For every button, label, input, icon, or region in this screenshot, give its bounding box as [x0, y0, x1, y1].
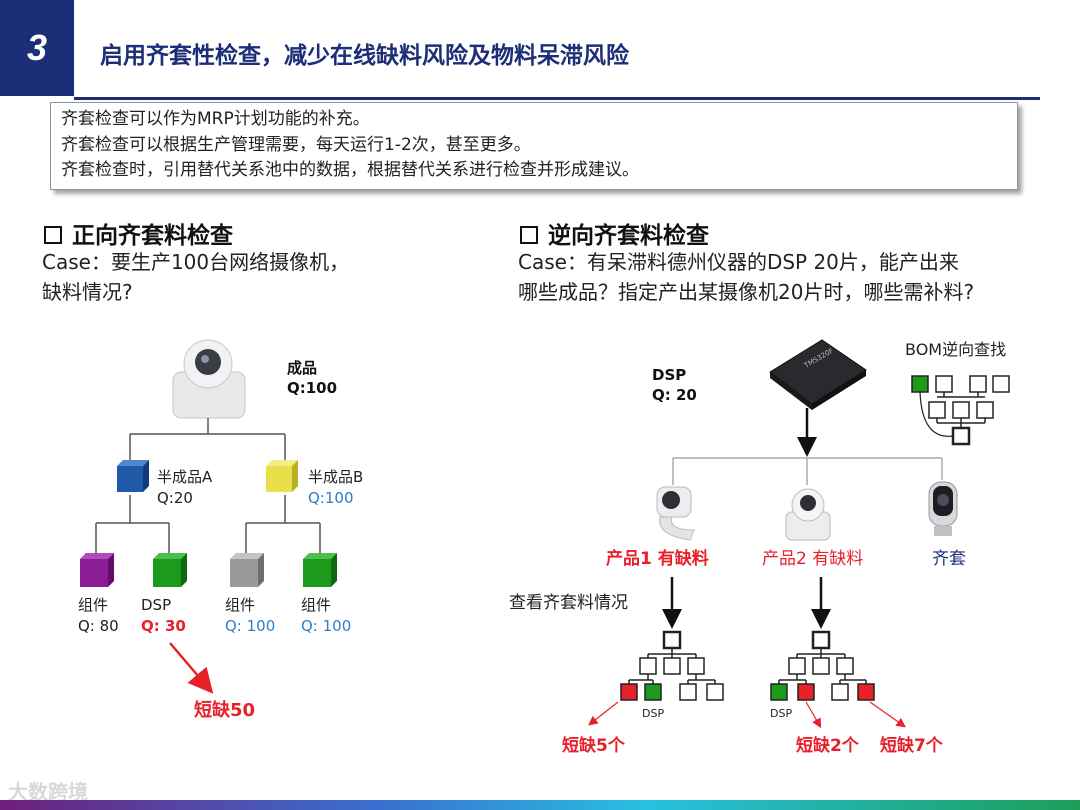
dome-camera-icon — [172, 339, 246, 419]
summary-note-box: 齐套检查可以作为MRP计划功能的补充。 齐套检查可以根据生产管理需要，每天运行1… — [50, 102, 1018, 190]
camera-product-3-icon — [928, 481, 958, 536]
shortage-product-1: 短缺5个 — [562, 735, 626, 756]
note-line: 齐套检查可以作为MRP计划功能的补充。 — [61, 109, 370, 129]
footer-gradient-bar — [0, 800, 1080, 810]
dsp-cube-icon — [153, 553, 187, 587]
checkbox-icon — [520, 226, 538, 244]
dsp-chip-icon: TMS320F — [769, 339, 867, 410]
bom-reverse-icon — [911, 375, 1010, 446]
shortage-arrow — [169, 642, 214, 694]
dsp-small-label: DSP — [770, 707, 792, 720]
component-qty: Q: 100 — [225, 617, 275, 635]
reverse-check-heading: 逆向齐套料检查 — [520, 216, 709, 250]
forward-shortage: 短缺50 — [194, 699, 255, 721]
product-name: 成品 — [287, 359, 317, 377]
component-name: 组件 — [225, 596, 255, 614]
dsp-qty: Q: 20 — [652, 386, 697, 404]
component-qty: Q: 80 — [78, 617, 119, 635]
bom-reverse-label: BOM逆向查找 — [905, 340, 1006, 359]
kit-tree-product-2 — [770, 630, 875, 701]
semi-a-cube-icon — [117, 460, 149, 492]
shortage-product-2b: 短缺7个 — [880, 735, 944, 756]
shortage-product-2a: 短缺2个 — [796, 735, 860, 756]
component-name: DSP — [141, 596, 171, 614]
camera-product-1-icon — [656, 486, 695, 541]
component-qty: Q: 100 — [301, 617, 351, 635]
semi-b-name: 半成品B — [308, 468, 363, 486]
page-title: 启用齐套性检查，减少在线缺料风险及物料呆滞风险 — [100, 43, 629, 69]
semi-b-cube-icon — [266, 460, 298, 492]
semi-b-qty: Q:100 — [308, 489, 354, 507]
forward-check-heading: 正向齐套料检查 — [44, 216, 233, 250]
dsp-name: DSP — [652, 366, 686, 384]
section-number-badge: 3 — [0, 0, 74, 96]
product-1-status: 产品1 有缺料 — [606, 548, 709, 569]
component-cube-icon — [303, 553, 337, 587]
note-line: 齐套检查时，引用替代关系池中的数据，根据替代关系进行检查并形成建议。 — [61, 160, 639, 180]
component-qty: Q: 30 — [141, 617, 186, 635]
semi-a-name: 半成品A — [157, 468, 213, 486]
forward-case-text: Case：要生产100台网络摄像机， 缺料情况? — [42, 250, 350, 304]
component-name: 组件 — [301, 596, 331, 614]
semi-a-qty: Q:20 — [157, 489, 193, 507]
check-kit-label: 查看齐套料情况 — [509, 593, 628, 613]
forward-bom-tree: 成品 Q:100 半成品A Q:20 半成品B Q:100 — [78, 339, 363, 721]
note-line: 齐套检查可以根据生产管理需要，每天运行1-2次，甚至更多。 — [61, 134, 531, 155]
reverse-case-text: Case：有呆滞料德州仪器的DSP 20片，能产出来 哪些成品？指定产出某摄像机… — [518, 250, 975, 304]
camera-product-2-icon — [785, 488, 831, 541]
kit-tree-product-1 — [620, 630, 724, 701]
component-name: 组件 — [78, 596, 108, 614]
dsp-small-label: DSP — [642, 707, 664, 720]
checkbox-icon — [44, 226, 62, 244]
reverse-bom-tree: DSP Q: 20 TMS320F BOM逆向查找 — [509, 339, 1010, 756]
title-underline — [74, 97, 1040, 100]
component-cube-icon — [230, 553, 264, 587]
product-3-status: 齐套 — [932, 549, 966, 569]
product-qty: Q:100 — [287, 379, 337, 397]
component-cube-icon — [80, 553, 114, 587]
product-2-status: 产品2 有缺料 — [762, 549, 863, 569]
